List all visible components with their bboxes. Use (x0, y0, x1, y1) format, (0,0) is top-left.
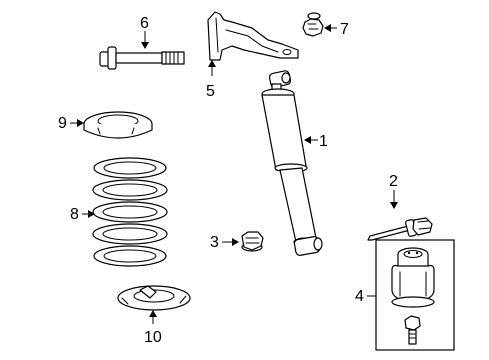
callout-1-group: 1 (304, 133, 328, 150)
callout-10-group: 10 (144, 310, 162, 346)
callout-8-arrow (88, 210, 95, 218)
callout-10-label: 10 (144, 329, 162, 346)
part-2-bolt (367, 217, 433, 241)
callout-3-arrow (232, 238, 239, 246)
part-10-spring-seat (117, 285, 191, 311)
callout-7-label: 7 (340, 21, 349, 38)
part-5-bracket (207, 11, 299, 61)
callout-6-label: 6 (140, 15, 149, 32)
callout-8-label: 8 (70, 206, 79, 223)
callout-4-label: 4 (355, 288, 364, 305)
callout-6-arrow (141, 42, 149, 49)
callout-1-arrow (304, 136, 311, 144)
part-8-coil-spring (92, 157, 168, 267)
callout-3-label: 3 (210, 234, 219, 251)
callout-1-label: 1 (319, 133, 328, 150)
part-1-shock-absorber (261, 70, 323, 256)
callout-7-arrow (324, 24, 331, 32)
callout-5-label: 5 (206, 83, 215, 100)
callout-5-group: 5 (206, 60, 216, 100)
callout-8-group: 8 (70, 206, 95, 223)
callout-9-arrow (77, 119, 84, 127)
callout-3-group: 3 (210, 234, 239, 251)
part-3-nut (241, 231, 264, 252)
part-6-bolt (99, 46, 185, 70)
callout-5-arrow (208, 60, 216, 67)
callout-9-group: 9 (58, 115, 84, 132)
part-7-nut (302, 12, 324, 37)
callout-2-arrow (390, 202, 398, 209)
callout-6-group: 6 (140, 15, 149, 49)
part-4-bump-stop-kit (375, 239, 455, 351)
callout-9-label: 9 (58, 115, 67, 132)
callout-4-group: 4 (355, 288, 376, 305)
callout-7-group: 7 (324, 21, 349, 38)
callout-10-arrow (149, 310, 157, 317)
callout-2-group: 2 (389, 173, 398, 209)
part-9-spring-insulator (83, 111, 153, 139)
callout-2-label: 2 (389, 173, 398, 190)
